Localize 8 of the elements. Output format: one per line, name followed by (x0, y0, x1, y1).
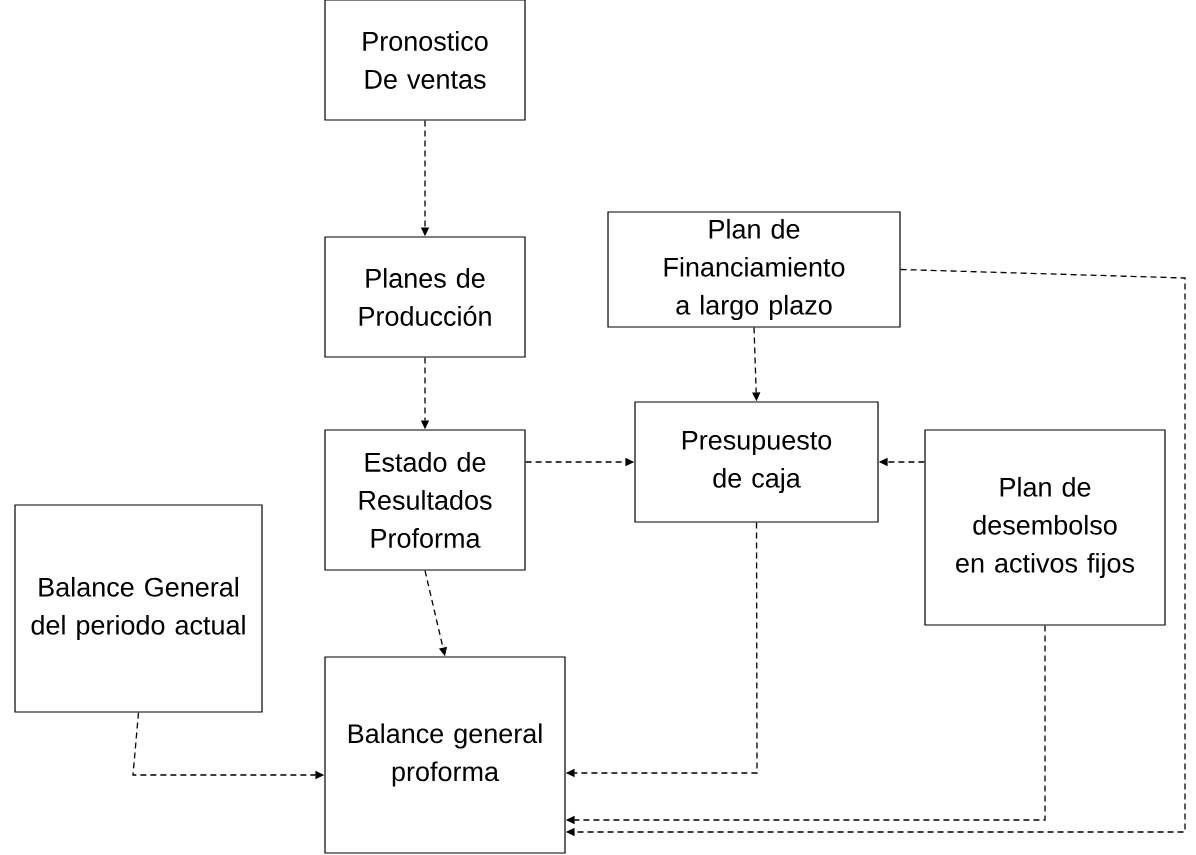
process-box: Pronostico De ventas (324, 0, 526, 121)
process-box: Plan de Financiamiento a largo plazo (607, 211, 901, 328)
process-box: Planes de Producción (324, 236, 526, 358)
process-box: Presupuesto de caja (634, 401, 879, 523)
process-box: Balance General del periodo actual (14, 504, 263, 713)
process-box: Balance general proforma (324, 656, 566, 854)
process-box: Estado de Resultados Proforma (324, 429, 526, 571)
process-box: Plan de desembolso en activos fijos (924, 429, 1166, 626)
